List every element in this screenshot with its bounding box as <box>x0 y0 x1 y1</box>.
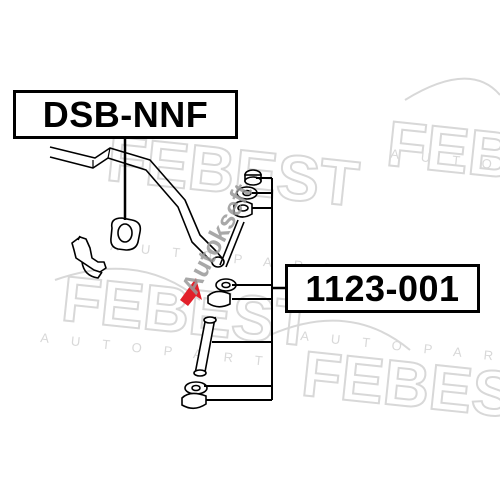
overlay-red-mark <box>180 278 202 306</box>
bracket-part <box>71 235 107 279</box>
bushing-part <box>110 217 142 251</box>
part-number-dsb-text: DSB-NNF <box>42 93 209 135</box>
part-number-label-dsb: DSB-NNF <box>13 90 238 139</box>
part-number-1123-text: 1123-001 <box>305 267 460 309</box>
part-number-label-1123: 1123-001 <box>285 264 480 313</box>
link-kit-parts <box>181 169 262 410</box>
leader-1123 <box>204 177 285 401</box>
